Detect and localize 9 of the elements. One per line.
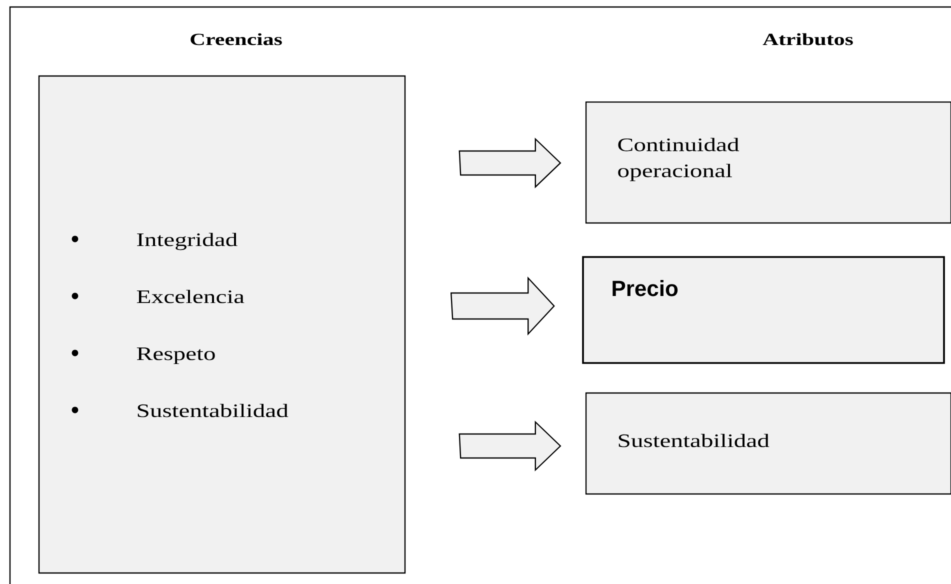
list-box: Creencias Integridad Excelencia Respeto Sustentabilidad: [38, 33, 406, 574]
block-arrow: [458, 138, 562, 188]
block-arrow: [458, 420, 562, 472]
attribute-box: Precio: [582, 256, 945, 364]
node-label: Creencias: [190, 33, 282, 46]
attribute-box: Sustentabilidad: [585, 392, 951, 495]
attribute-box: Continuidad operacional: [585, 101, 951, 224]
column-heading: Atributos: [762, 33, 853, 46]
block-arrow: [450, 276, 555, 336]
